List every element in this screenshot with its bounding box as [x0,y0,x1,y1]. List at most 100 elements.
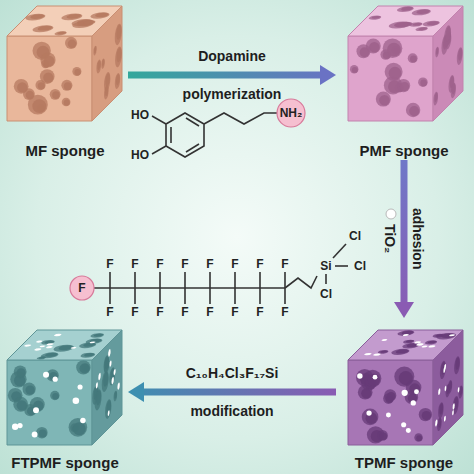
tio2-particle [402,390,408,396]
sponge-pore [92,334,104,337]
arrow-label: C₁₀H₄Cl₃F₁₇Si modification [157,354,307,430]
sponge-pore [394,349,410,353]
sponge-pore [93,45,96,57]
sponge-pore [408,53,418,63]
sponge-pore [423,340,439,344]
sponge-pore [105,397,111,422]
sponge-pore [383,38,403,58]
sponge-pore [64,14,83,19]
sponge-pore [69,418,88,437]
sponge-pore [453,393,459,417]
atom-label: NH₂ [280,107,303,119]
sponge-pore [410,55,417,62]
sponge-pore [52,91,60,99]
sponge-pore [414,433,423,442]
sponge-pore [68,40,77,49]
sponge-pore [399,7,414,11]
arrow-head [128,382,144,402]
sponge-pore [105,85,108,97]
sponge-pore [96,58,101,76]
sponge-pore [371,16,382,19]
sponge-cube [7,6,122,121]
sponge-pore [407,22,424,26]
sponge-pore [433,90,438,108]
atom-label: F [181,258,188,270]
sponge-pore [50,89,61,100]
sponge-pore [17,368,26,377]
bond-line [285,276,317,288]
sponge-pore [64,100,70,106]
bond-line [335,265,348,267]
sponge-pore [409,9,433,15]
atom-label: F [231,258,238,270]
sponge-pore [104,84,109,102]
sponge-pore [65,37,77,49]
sponge-pore [88,339,103,343]
sponge-pore [405,340,415,343]
sponge-pore [36,427,47,438]
sponge-pore [104,353,110,375]
double-bond [186,118,199,126]
arrow-shaft [401,160,408,302]
tio2-particle [402,334,409,336]
sponge-pore [38,357,46,359]
sponge-pore [17,82,27,92]
sponge-pore [377,430,388,441]
sponge-pore [116,23,121,42]
process-arrow [128,65,336,85]
tio2-particle [435,419,437,428]
fluoro-group-circle [70,276,94,300]
arrow-head [320,65,336,85]
sponge-pore [350,65,359,74]
tio2-particle [96,381,98,389]
tio2-particle [458,386,460,393]
sponge-pore [39,430,47,438]
sponge-pore [64,82,72,90]
atom-label: F [256,306,263,318]
node-label: MF sponge [2,142,128,160]
sponge-pore [13,397,28,412]
sponge-pore [93,13,110,17]
sponge-pore [444,22,451,49]
sponge-pore [106,398,111,415]
bond-line [159,288,161,304]
arrow-label: Dopamine polymerization [167,37,297,113]
tio2-particle [39,345,46,347]
sponge-pore [411,23,423,26]
double-bond [170,127,172,143]
sponge-pore [28,14,46,19]
bond-line [109,288,111,304]
tio2-particle [73,397,80,404]
tio2-particle [78,384,83,389]
bond-line [209,288,211,304]
pore-group [93,19,122,113]
bond-line [259,272,261,288]
tio2-particle [414,389,419,394]
sponge-pore [455,356,459,372]
sponge-pore [457,45,463,68]
sponge-pore [51,345,77,352]
amine-group-circle [277,99,305,127]
sponge-pore [53,31,69,35]
benzene-ring [166,113,204,157]
atom-label: F [281,306,288,318]
tio2-particle [23,344,32,346]
tio2-particle [438,388,440,396]
sponge-pore [25,385,34,394]
atom-label: F [231,306,238,318]
pore-group [433,11,462,118]
tio2-particle [46,343,55,345]
tio2-particle [110,360,112,368]
sponge-pore [43,73,53,83]
pore-group [8,360,91,438]
pore-group [14,37,82,115]
sponge-pore [358,385,373,400]
tio2-particle [357,373,362,378]
atom-label: F [256,258,263,270]
pore-group [92,339,120,434]
sponge-pore [389,349,412,355]
sponge-pore [115,21,122,48]
sponge-pore [448,378,452,395]
bond-line [234,288,236,304]
sponge-pore [422,411,431,420]
